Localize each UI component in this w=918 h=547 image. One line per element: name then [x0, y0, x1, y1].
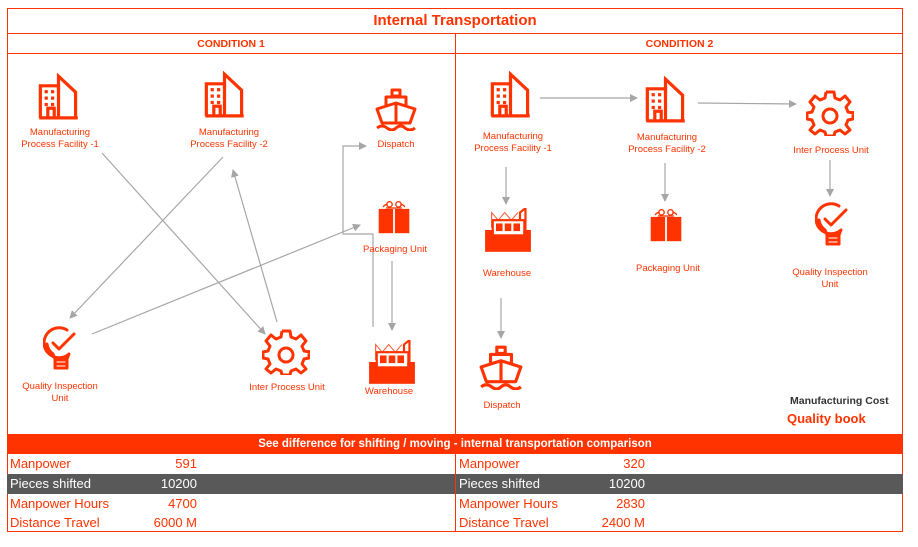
metric-label: Pieces shifted — [10, 476, 91, 491]
metric-value: 10200 — [160, 476, 197, 491]
arrow-inter-to-mpf2 — [231, 169, 278, 323]
gift-icon — [376, 199, 412, 235]
building-icon — [37, 73, 80, 120]
c2-mpf2-label: Manufacturing Process Facility -2 — [625, 132, 709, 156]
label-line: Unit — [51, 393, 69, 404]
arrow-quality-to-packaging — [91, 223, 361, 335]
table-row: Distance Travel 6000 M — [7, 513, 197, 533]
c2-inter-label: Inter Process Unit — [793, 145, 869, 156]
c2-warehouse-label: Warehouse — [482, 268, 532, 279]
factory-icon — [484, 208, 532, 252]
metric-label: Distance Travel — [459, 515, 549, 530]
label-line: Manufacturing — [482, 131, 544, 142]
metric-value: 10200 — [608, 476, 645, 491]
lightbulb-check-icon — [43, 326, 79, 374]
label-line: Process Facility -1 — [21, 139, 99, 150]
arrow-mpf2-to-quality — [69, 156, 224, 319]
lightbulb-check-icon — [815, 202, 851, 250]
c1-warehouse-label: Warehouse — [364, 386, 414, 397]
c2-mpf1-label: Manufacturing Process Facility -1 — [473, 131, 553, 155]
c1-dispatch-label: Dispatch — [377, 139, 415, 150]
label-line: Manufacturing — [29, 127, 91, 138]
ship-icon — [374, 87, 418, 131]
label-line: Process Facility -2 — [628, 144, 706, 155]
metric-label: Manpower Hours — [459, 496, 558, 511]
c2-quality-label: Quality Inspection Unit — [782, 267, 878, 291]
label-line: Process Facility -1 — [474, 143, 552, 154]
metric-label: Manpower Hours — [10, 496, 109, 511]
table-row: Pieces shifted 10200 — [7, 474, 455, 494]
label-line: Quality Inspection — [22, 381, 98, 392]
table-row: Distance Travel 2400 M — [456, 513, 645, 533]
building-icon — [644, 76, 687, 123]
building-icon — [203, 71, 246, 118]
c1-quality-label: Quality Inspection Unit — [12, 381, 108, 405]
c2-dispatch-label: Dispatch — [483, 400, 521, 411]
metric-label: Pieces shifted — [459, 476, 540, 491]
table-row: Manpower Hours 2830 — [456, 494, 645, 514]
c1-mpf1-label: Manufacturing Process Facility -1 — [20, 127, 100, 151]
label-line: Quality Inspection — [792, 267, 868, 278]
condition-1-heading: CONDITION 1 — [7, 34, 455, 54]
arrow-warehouse-to-dispatch — [342, 142, 374, 327]
label-line: Manufacturing — [636, 132, 698, 143]
table-row: Manpower 591 — [7, 454, 197, 474]
c1-packaging-label: Packaging Unit — [363, 244, 427, 255]
logo-quality-book: Quality book — [787, 411, 866, 426]
metric-label: Distance Travel — [10, 515, 100, 530]
metric-label: Manpower — [459, 456, 520, 471]
table-row: Manpower 320 — [456, 454, 645, 474]
c1-inter-label: Inter Process Unit — [249, 382, 325, 393]
arrow-c2-mpf2-to-inter — [697, 99, 797, 108]
label-line: Manufacturing — [198, 127, 260, 138]
gear-icon — [262, 327, 310, 375]
ship-icon — [478, 344, 524, 390]
label-line: Unit — [821, 279, 839, 290]
metric-value: 6000 M — [153, 515, 197, 530]
metric-value: 2400 M — [601, 515, 645, 530]
label-line: Process Facility -2 — [190, 139, 268, 150]
arrow-mpf1-to-inter — [101, 152, 266, 335]
table-row: Pieces shifted 10200 — [456, 474, 903, 494]
factory-icon — [368, 340, 416, 384]
metric-value: 320 — [623, 456, 645, 471]
condition-2-heading: CONDITION 2 — [456, 34, 903, 54]
metric-label: Manpower — [10, 456, 71, 471]
metric-value: 591 — [175, 456, 197, 471]
table-row: Manpower Hours 4700 — [7, 494, 197, 514]
gear-icon — [806, 88, 854, 136]
building-icon — [489, 71, 532, 118]
column-divider — [455, 34, 456, 532]
logo-text-manufacturing-cost: Manufacturing Cost — [790, 395, 889, 407]
gift-icon — [648, 207, 684, 243]
c2-packaging-label: Packaging Unit — [636, 263, 700, 274]
c1-mpf2-label: Manufacturing Process Facility -2 — [189, 127, 269, 151]
page-title: Internal Transportation — [7, 8, 903, 34]
metric-value: 2830 — [616, 496, 645, 511]
metric-value: 4700 — [168, 496, 197, 511]
comparison-banner: See difference for shifting / moving - i… — [7, 434, 903, 454]
